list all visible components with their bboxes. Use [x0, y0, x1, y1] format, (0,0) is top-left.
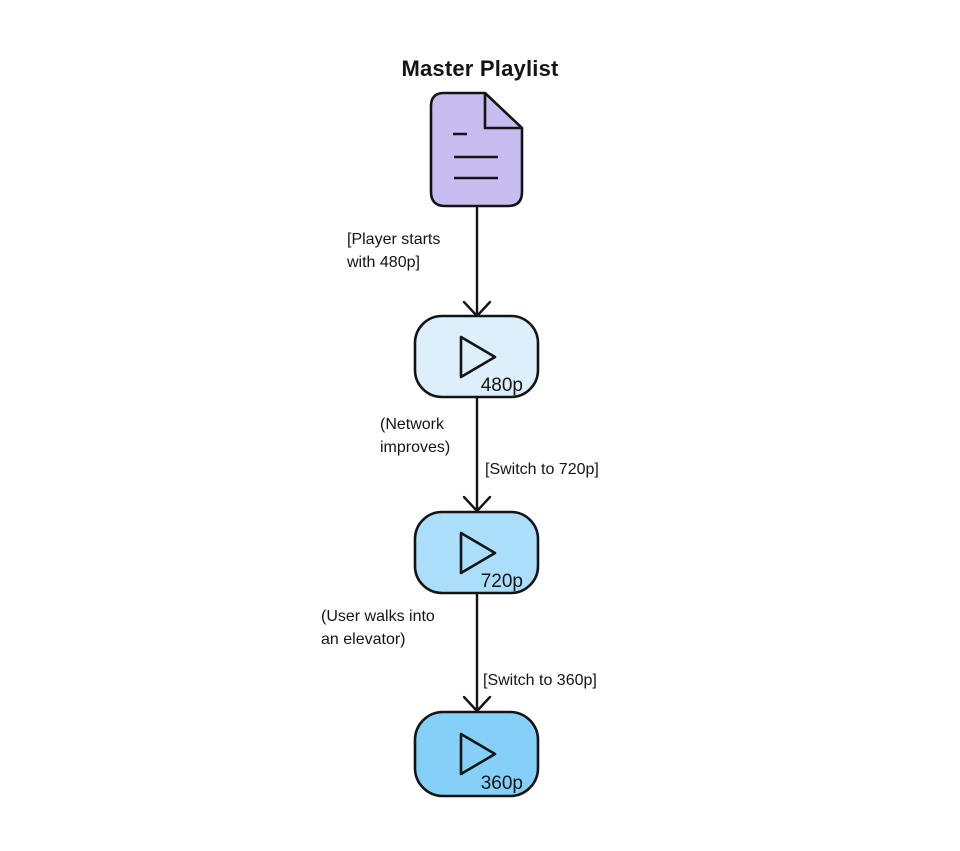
- edge-label-user-elevator: (User walks into an elevator): [321, 608, 435, 648]
- edge-label-switch-720p: [Switch to 720p]: [485, 461, 599, 478]
- player-node-480p: 480p: [413, 314, 540, 399]
- document-fold: [483, 93, 522, 130]
- edge-label-network-improves: (Network improves): [380, 416, 451, 456]
- player-quality-label: 480p: [481, 375, 523, 396]
- document-body: [429, 91, 524, 208]
- diagram-title: Master Playlist: [401, 56, 559, 81]
- arrow-down-3: [462, 593, 492, 713]
- player-quality-label: 360p: [481, 773, 523, 794]
- edge-label-player-starts: [Player starts with 480p]: [347, 231, 441, 271]
- play-icon: [459, 732, 497, 776]
- play-icon: [459, 531, 497, 575]
- document-icon: [429, 91, 524, 208]
- player-quality-label: 720p: [481, 571, 523, 592]
- player-node-360p: 360p: [413, 710, 540, 798]
- arrow-down-2: [462, 397, 492, 513]
- player-screen: [413, 710, 540, 798]
- document-text-lines: [453, 132, 498, 180]
- arrow-down-1: [462, 206, 492, 318]
- play-icon: [459, 335, 497, 379]
- player-node-720p: 720p: [413, 510, 540, 595]
- edge-label-switch-360p: [Switch to 360p]: [483, 672, 597, 689]
